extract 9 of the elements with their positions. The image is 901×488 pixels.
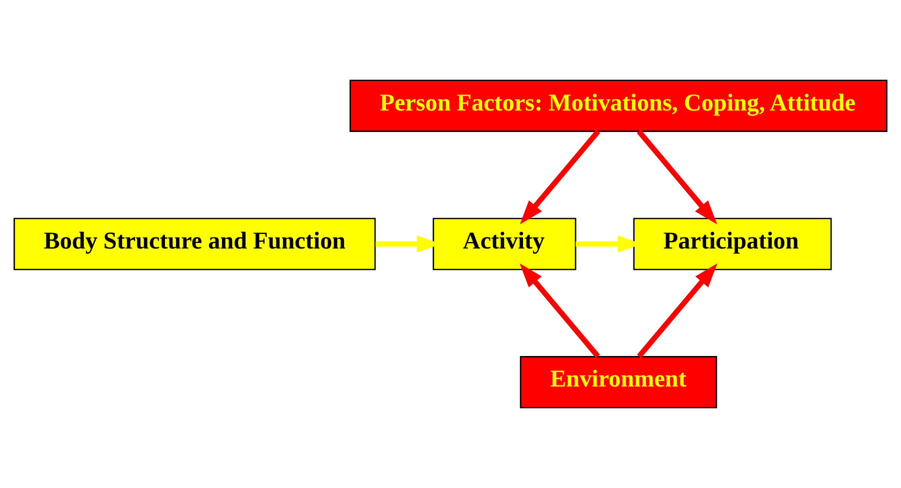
node-box: Activity — [432, 218, 576, 270]
arrow — [637, 263, 718, 358]
arrow — [636, 130, 718, 224]
arrow — [520, 263, 600, 358]
node-box: Participation — [633, 218, 832, 270]
node-box: Body Structure and Function — [14, 218, 376, 270]
arrow — [520, 130, 600, 224]
node-box: Environment — [520, 356, 718, 408]
node-box: Person Factors: Motivations, Coping, Attitude — [350, 80, 888, 132]
